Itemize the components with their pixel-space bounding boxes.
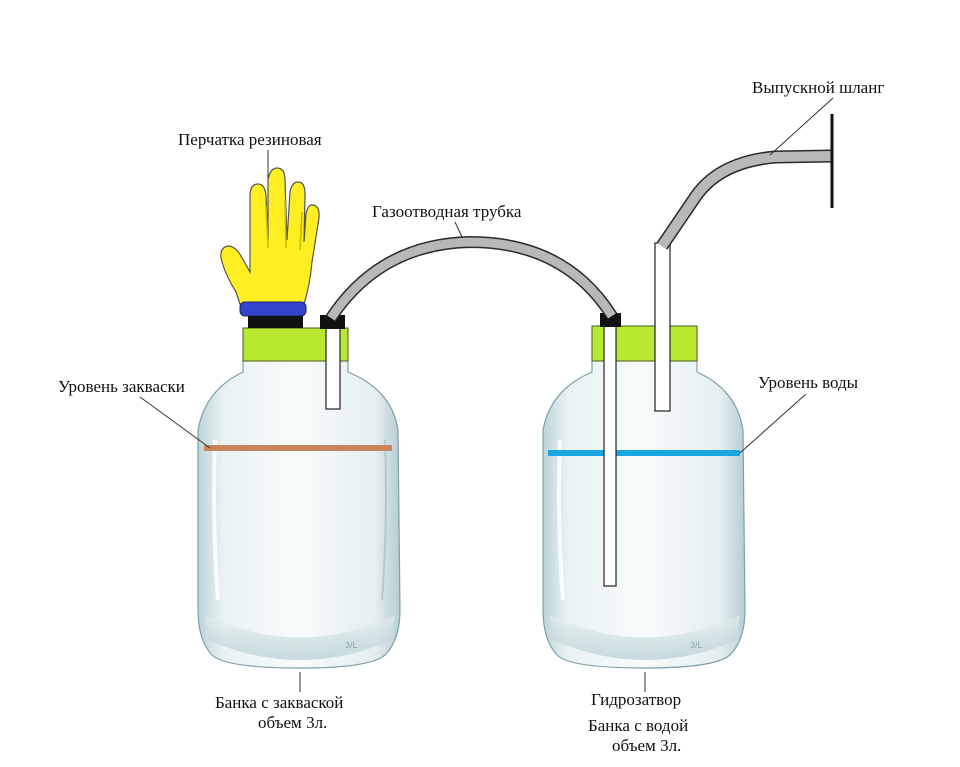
starter-inner-tube xyxy=(325,324,341,410)
outlet-hose-label: Выпускной шланг xyxy=(752,78,885,97)
water-jar-label-line1: Банка с водой xyxy=(588,716,689,735)
gas-tube-label: Газоотводная трубка xyxy=(372,202,522,221)
water-level-label: Уровень воды xyxy=(758,373,859,392)
starter-jar: 3/L xyxy=(197,315,401,669)
water-seal-tube xyxy=(603,324,617,587)
starter-jar-label-line1: Банка с закваской xyxy=(215,693,344,712)
water-seal-label: Гидрозатвор xyxy=(591,690,682,709)
starter-jar-label-line2: объем 3л. xyxy=(258,713,328,732)
glove-band xyxy=(239,301,307,317)
rubber-glove xyxy=(220,167,320,328)
gas-tube xyxy=(325,235,618,322)
leader-lines xyxy=(139,97,834,692)
starter-jar-mark: 3/L xyxy=(345,640,358,650)
water-jar-mark: 3/L xyxy=(690,640,703,650)
water-jar-body xyxy=(542,359,746,669)
starter-jar-body xyxy=(197,359,401,669)
water-jar: 3/L xyxy=(542,242,746,669)
water-jar-label-line2: объем 3л. xyxy=(612,736,682,755)
outlet-tube-in-jar xyxy=(654,242,671,412)
starter-level-label: Уровень закваски xyxy=(58,377,185,396)
glove-shape xyxy=(220,167,320,305)
glove-label: Перчатка резиновая xyxy=(178,130,322,149)
